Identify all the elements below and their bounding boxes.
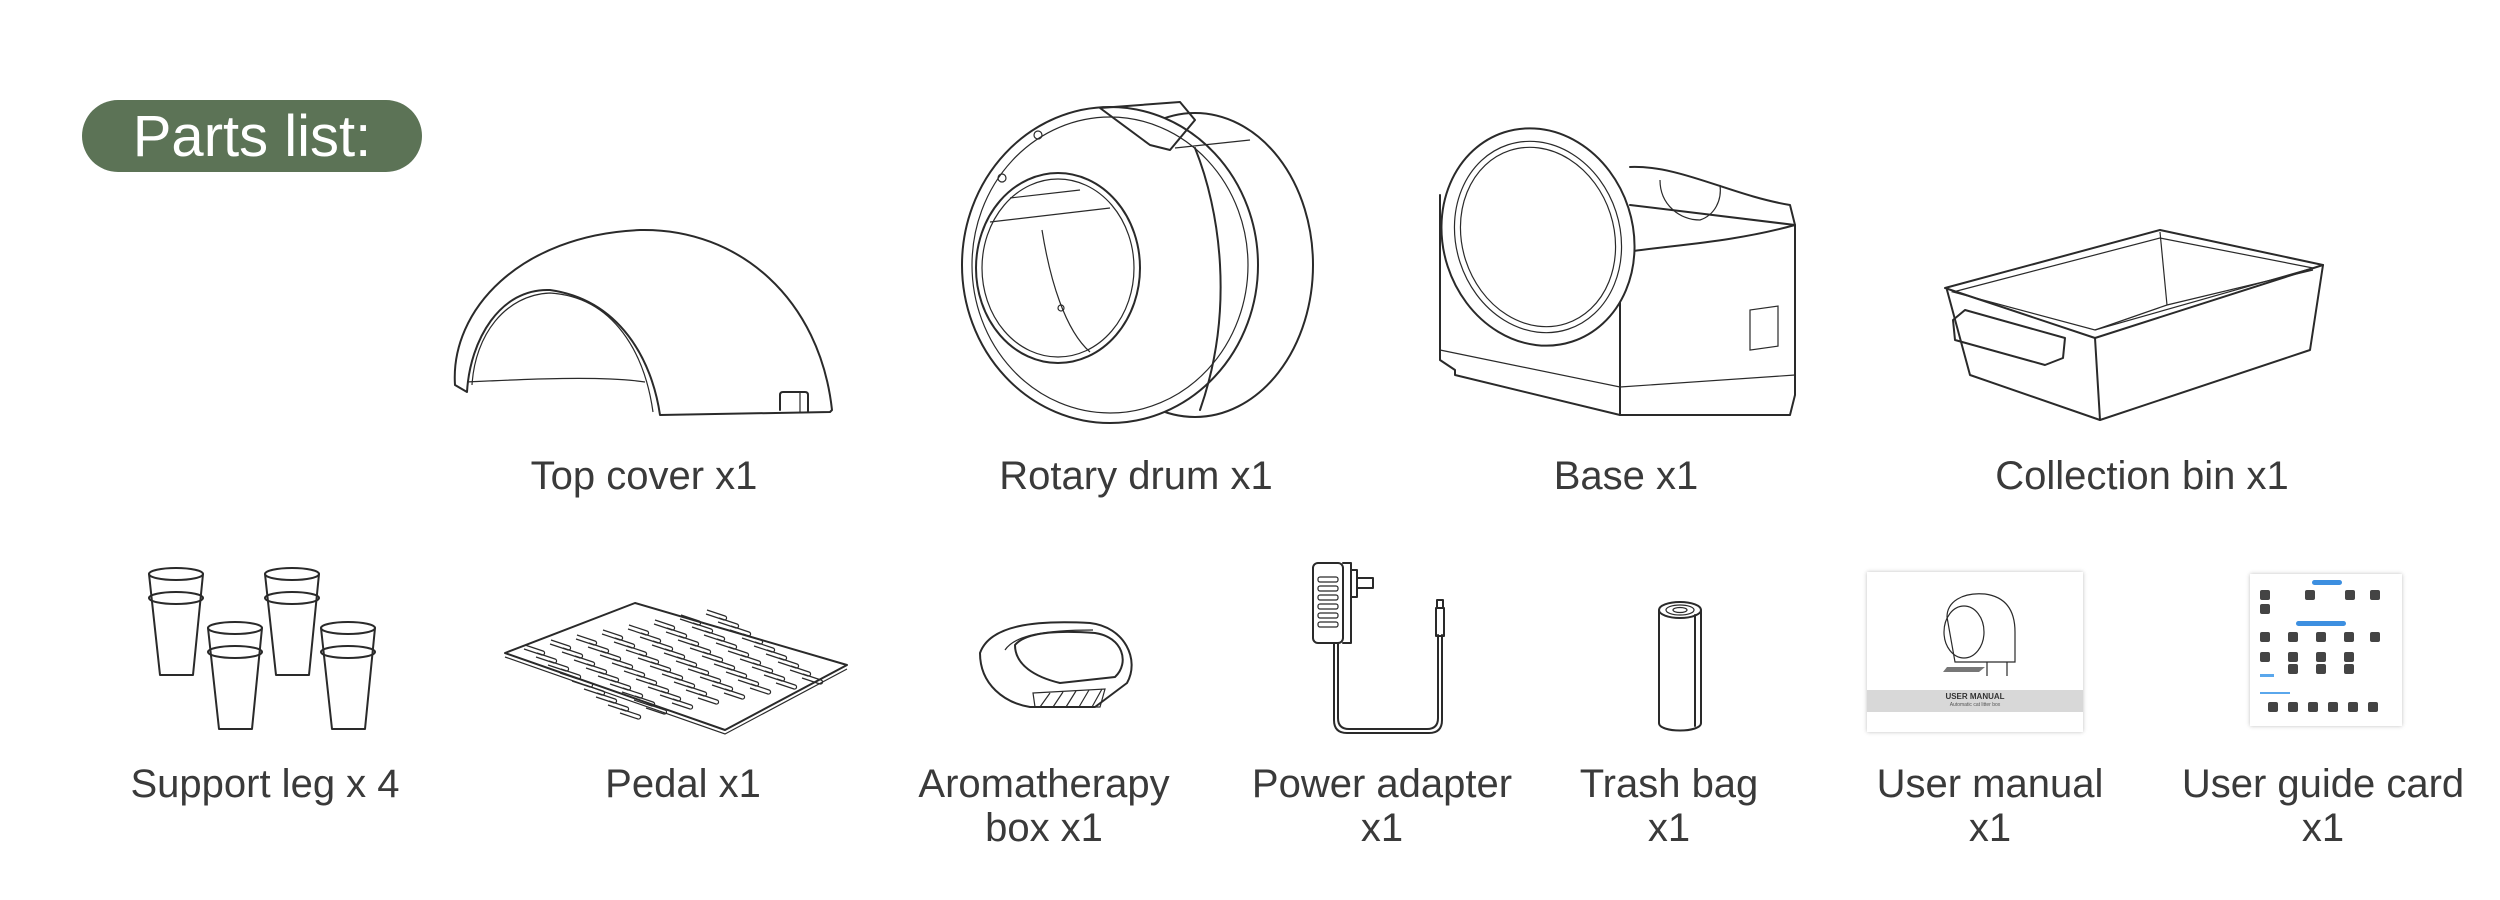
part-user-manual: USER MANUAL Automatic cat litter box: [1867, 572, 2083, 732]
pedal-slot: [671, 698, 694, 710]
label-pedal: Pedal x1: [605, 762, 761, 806]
label-base: Base x1: [1554, 454, 1699, 498]
guide-thumbnail: [2344, 664, 2354, 674]
pedal-slot: [697, 693, 720, 705]
label-top-cover: Top cover x1: [531, 454, 758, 498]
label-line: box x1: [985, 806, 1103, 850]
label-aromatherapy-box: Aromatherapy box x1: [918, 762, 1169, 850]
pedal-slot: [653, 619, 676, 631]
label-user-manual: User manual x1: [1877, 762, 2104, 850]
guide-thumbnail: [2260, 652, 2270, 662]
guide-thumbnail: [2370, 590, 2380, 600]
label-line: User guide card: [2181, 762, 2465, 806]
guide-thumbnail: [2368, 702, 2378, 712]
pedal-slot: [723, 688, 746, 700]
guide-thumbnail: [2344, 652, 2354, 662]
guide-thumbnail: [2316, 632, 2326, 642]
label-line: Rotary drum x1: [999, 454, 1273, 498]
user-manual-cover-title: USER MANUAL: [1945, 692, 2005, 701]
guide-thumbnail: [2288, 702, 2298, 712]
label-line: x1: [1647, 806, 1691, 850]
pedal-slot: [601, 629, 624, 641]
label-line: Support leg x 4: [130, 762, 400, 806]
pedal-slot: [627, 624, 650, 636]
top-cover-icon: [453, 228, 833, 416]
aromatherapy-box-icon: [979, 621, 1133, 708]
guide-thumbnail: [2316, 652, 2326, 662]
label-line: Base x1: [1553, 454, 1699, 498]
label-line: Top cover x1: [530, 454, 758, 498]
label-support-leg: Support leg x 4: [130, 762, 399, 806]
label-line: Collection bin x1: [1995, 454, 2289, 498]
label-rotary-drum: Rotary drum x1: [999, 454, 1272, 498]
pedal-slot: [523, 644, 546, 656]
guide-thumbnail: [2288, 664, 2298, 674]
trash-bag-icon: [1658, 601, 1702, 732]
parts-list-heading: Parts list:: [82, 100, 422, 172]
pedal-slot: [575, 634, 598, 646]
support-leg-icon: [148, 567, 376, 730]
user-guide-card-icon: [2260, 580, 2380, 712]
label-line: Trash bag: [1579, 762, 1759, 806]
guide-thumbnail: [2344, 632, 2354, 642]
label-line: Power adapter: [1251, 762, 1513, 806]
guide-thumbnail: [2260, 590, 2270, 600]
label-line: Pedal x1: [605, 762, 761, 806]
guide-thumbnail: [2345, 590, 2355, 600]
label-line: x1: [1360, 806, 1404, 850]
rotary-drum-icon: [961, 101, 1314, 424]
collection-bin-icon: [1944, 229, 2324, 421]
user-manual-cover-art-icon: [1943, 593, 2016, 676]
parts-list-title: Parts list:: [132, 103, 372, 169]
guide-thumbnail: [2316, 664, 2326, 674]
label-collection-bin: Collection bin x1: [1995, 454, 2289, 498]
guide-thumbnail: [2328, 702, 2338, 712]
label-user-guide-card: User guide card x1: [2182, 762, 2464, 850]
pedal-slot: [749, 683, 772, 695]
guide-thumbnail: [2308, 702, 2318, 712]
pedal-slot: [619, 708, 642, 720]
pedal-slot: [645, 703, 668, 715]
label-trash-bag: Trash bag x1: [1580, 762, 1759, 850]
label-line: Aromatherapy: [918, 762, 1170, 806]
guide-thumbnail: [2348, 702, 2358, 712]
part-user-guide-card: [2250, 574, 2402, 726]
pedal-icon: [504, 602, 848, 735]
pedal-slot: [801, 673, 824, 685]
guide-thumbnail: [2260, 604, 2270, 614]
guide-thumbnail: [2268, 702, 2278, 712]
guide-thumbnail: [2260, 632, 2270, 642]
guide-thumbnail: [2305, 590, 2315, 600]
power-adapter-icon: [1312, 562, 1445, 734]
label-line: x1: [1968, 806, 2012, 850]
pedal-slot: [775, 678, 798, 690]
guide-thumbnail: [2370, 632, 2380, 642]
label-line: User manual: [1876, 762, 2104, 806]
guide-thumbnail: [2288, 652, 2298, 662]
guide-thumbnail: [2288, 632, 2298, 642]
base-icon: [1439, 127, 1796, 416]
label-line: x1: [2301, 806, 2345, 850]
user-manual-cover-band: USER MANUAL Automatic cat litter box: [1867, 690, 2083, 712]
pedal-slot: [549, 639, 572, 651]
label-power-adapter: Power adapter x1: [1252, 762, 1512, 850]
user-manual-cover-subtitle: Automatic cat litter box: [1949, 702, 2001, 708]
pedal-slot: [705, 609, 728, 621]
